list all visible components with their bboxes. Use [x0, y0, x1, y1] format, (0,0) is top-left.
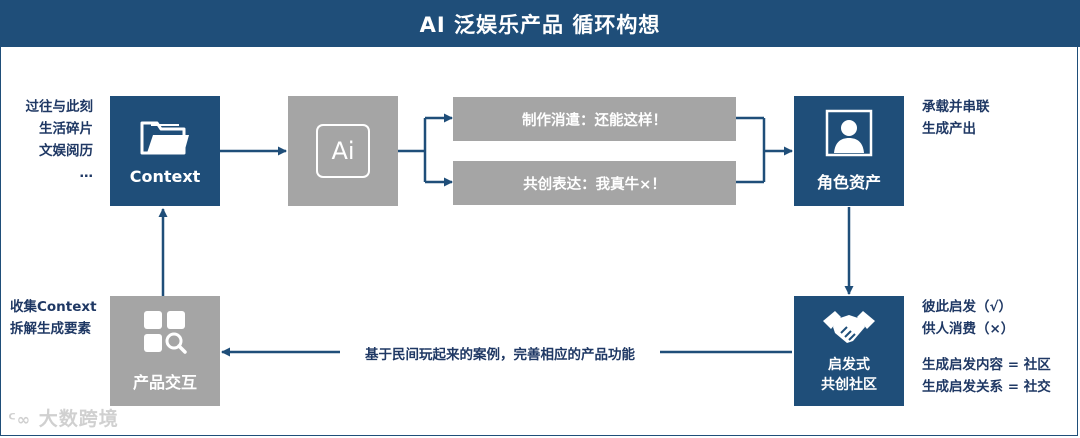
left-top-line: 过往与此刻 — [25, 99, 94, 115]
right-bottom-line: 彼此启发（√） — [922, 299, 1013, 315]
right-bottom-line: 供人消费（×） — [922, 321, 1015, 337]
node-product-interaction: 产品交互 — [110, 296, 220, 406]
node-context: Context — [110, 96, 220, 206]
right-bottom-text: 彼此启发（√） 供人消费（×） 生成启发内容 = 社区 生成启发关系 = 社交 — [922, 296, 1051, 398]
user-avatar-icon — [825, 109, 873, 157]
watermark-logo-icon: ᑦ∞ — [8, 410, 32, 429]
left-bottom-line: 收集Context — [10, 299, 97, 315]
left-top-line: 文娱阅历 — [39, 143, 93, 159]
folder-icon — [140, 121, 189, 154]
left-top-line: … — [79, 165, 94, 181]
title-text: AI 泛娱乐产品 循环构想 — [419, 12, 661, 37]
right-top-line: 承载并串联 — [922, 99, 990, 115]
diagram-title: AI 泛娱乐产品 循环构想 — [0, 0, 1080, 47]
node-character-assets: 角色资产 — [794, 96, 904, 206]
ai-logo-text: Ai — [331, 137, 355, 165]
node-interaction-label: 产品交互 — [132, 373, 197, 392]
apps-search-icon — [144, 311, 187, 354]
bar-top-label: 制作消遣：还能这样！ — [522, 112, 667, 129]
handshake-icon — [823, 311, 875, 343]
left-bottom-line: 拆解生成要素 — [10, 321, 91, 337]
node-community-label: 启发式 共创社区 — [821, 355, 877, 395]
right-top-line: 生成产出 — [922, 121, 976, 137]
node-character-label: 角色资产 — [816, 173, 881, 192]
node-community-line2: 共创社区 — [821, 377, 877, 393]
right-bottom-line: 生成启发关系 = 社交 — [922, 379, 1051, 395]
bar-bottom: 共创表达：我真牛×！ — [453, 161, 736, 205]
node-community: 启发式 共创社区 — [794, 296, 904, 406]
node-community-line1: 启发式 — [828, 357, 870, 373]
left-bottom-text: 收集Context 拆解生成要素 — [10, 296, 97, 340]
bar-bottom-label: 共创表达：我真牛×！ — [523, 176, 666, 193]
ai-logo-icon: Ai — [316, 124, 370, 178]
right-bottom-line: 生成启发内容 = 社区 — [922, 357, 1051, 373]
watermark: ᑦ∞ 大数跨境 — [8, 404, 119, 431]
right-top-text: 承载并串联 生成产出 — [922, 96, 990, 140]
edge-label-bottom: 基于民间玩起来的案例，完善相应的产品功能 — [340, 343, 660, 363]
left-top-text: 过往与此刻 生活碎片 文娱阅历 … — [5, 96, 94, 184]
watermark-text: 大数跨境 — [38, 408, 119, 430]
bar-top: 制作消遣：还能这样！ — [453, 97, 736, 141]
node-ai: Ai — [288, 96, 398, 206]
left-top-line: 生活碎片 — [39, 121, 93, 137]
node-context-label: Context — [129, 166, 201, 186]
